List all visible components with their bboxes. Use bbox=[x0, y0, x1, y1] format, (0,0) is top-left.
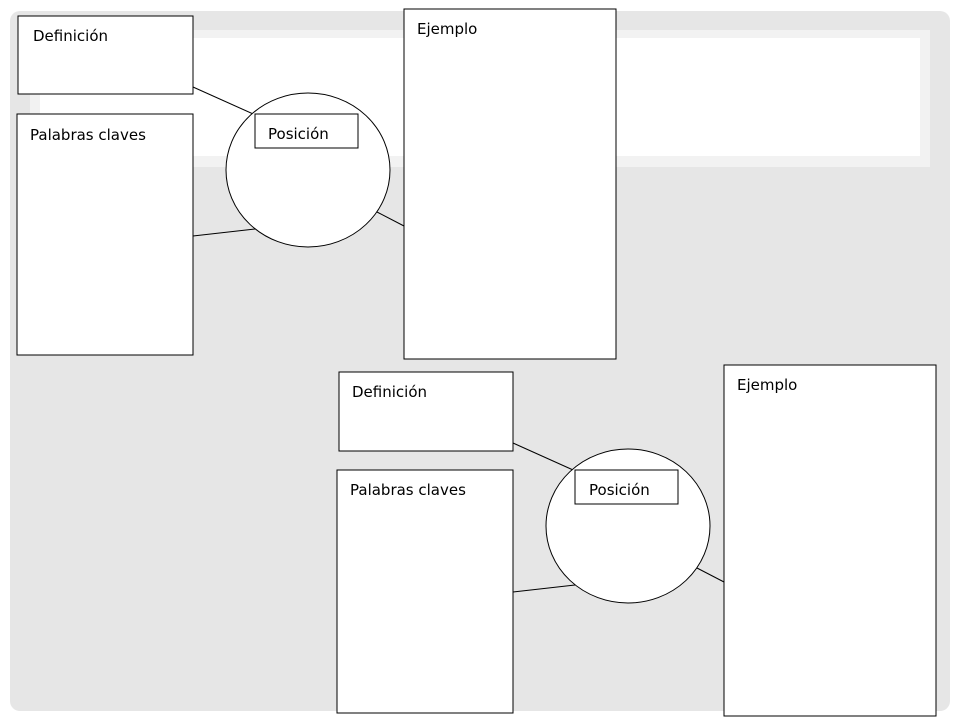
posicion-label: Posición bbox=[589, 481, 650, 499]
connector-definicion-posicion bbox=[512, 442, 583, 475]
posicion-label: Posición bbox=[268, 125, 329, 143]
palabras-claves-label: Palabras claves bbox=[350, 481, 466, 499]
ejemplo-box bbox=[403, 8, 617, 360]
connector-palabras-posicion bbox=[512, 584, 576, 593]
connector-posicion-ejemplo bbox=[376, 211, 405, 227]
palabras-claves-label: Palabras claves bbox=[30, 126, 146, 144]
definicion-box bbox=[338, 371, 514, 452]
posicion-box bbox=[254, 113, 359, 149]
palabras-claves-box bbox=[16, 113, 194, 356]
connector-posicion-ejemplo bbox=[696, 567, 725, 583]
definicion-label: Definición bbox=[33, 27, 108, 45]
concept-map-2: Definición Palabras claves Posición Ejem… bbox=[336, 364, 937, 717]
ejemplo-label: Ejemplo bbox=[417, 20, 477, 38]
ejemplo-label: Ejemplo bbox=[737, 376, 797, 394]
definicion-box bbox=[17, 15, 194, 95]
connector-palabras-posicion bbox=[192, 228, 256, 237]
connector-definicion-posicion bbox=[192, 86, 263, 119]
posicion-box bbox=[574, 469, 679, 505]
concept-map-1: Definición Palabras claves Posición Ejem… bbox=[16, 8, 617, 360]
ejemplo-box bbox=[723, 364, 937, 717]
definicion-label: Definición bbox=[352, 383, 427, 401]
palabras-claves-box bbox=[336, 469, 514, 714]
